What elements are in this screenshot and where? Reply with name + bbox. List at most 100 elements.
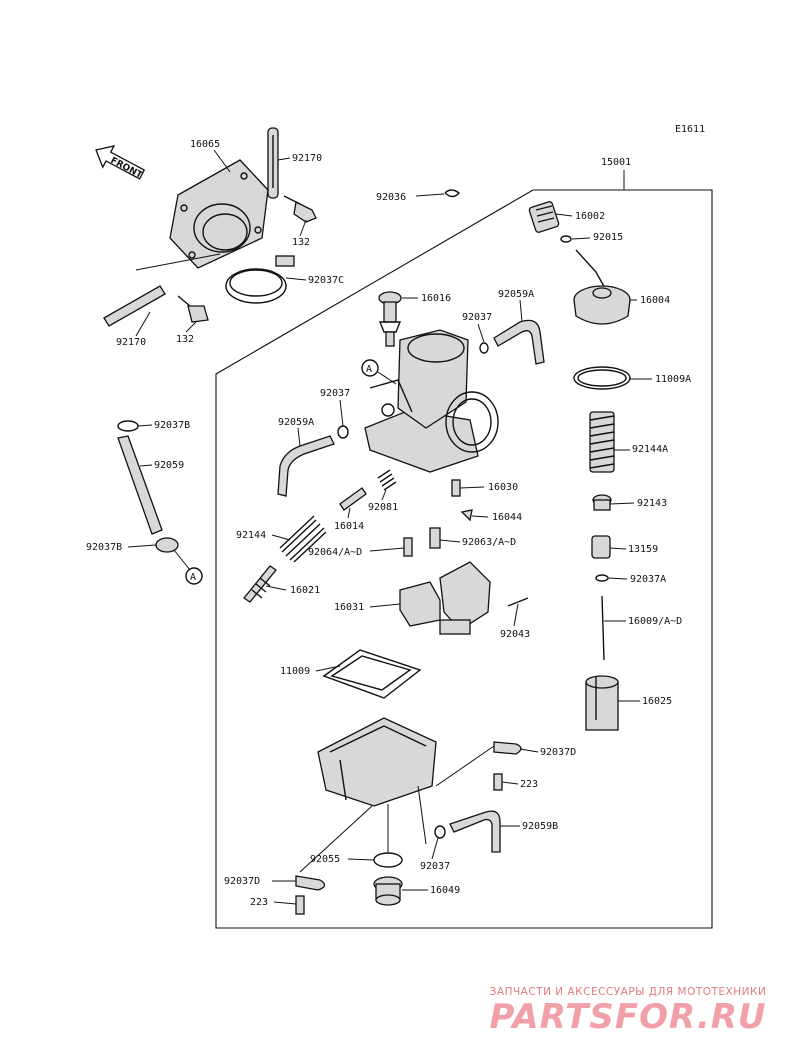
leader-line-92037b2 [127, 544, 157, 548]
part-label-16004: 16004 [640, 295, 670, 306]
part-label-16065: 16065 [190, 139, 220, 150]
needle-16009 [601, 595, 605, 661]
clamp-92037c [225, 255, 295, 304]
watermark-logo: PARTSFOR.RU [489, 997, 767, 1037]
leader-line-92037a2 [607, 577, 628, 580]
leader-line-92143 [609, 502, 635, 505]
clip-92037-top [479, 342, 489, 354]
plug-16049 [373, 876, 403, 906]
strap-92170-top [267, 127, 279, 199]
part-label-92059: 92059 [154, 460, 184, 471]
clip-92036 [444, 189, 461, 198]
part-label-92064: 92064/A~D [308, 547, 362, 558]
leader-line-16065 [213, 149, 231, 173]
leader-line-92037b [339, 399, 344, 427]
callout-a-left-text: A [190, 572, 196, 583]
bolt-223-bottom [295, 895, 305, 915]
slide-16025 [585, 675, 619, 731]
part-label-16002: 16002 [575, 211, 605, 222]
part-label-92015: 92015 [593, 232, 623, 243]
oring-92037a [595, 574, 609, 582]
jet-16030 [451, 479, 461, 497]
spring-92144 [279, 515, 327, 563]
leader-line-16014 [347, 507, 351, 519]
diagram-code: E1611 [675, 124, 705, 135]
part-label-15001: 15001 [601, 157, 631, 168]
part-label-16049: 16049 [430, 885, 460, 896]
part-label-92143: 92143 [637, 498, 667, 509]
part-label-92037c: 92037C [308, 275, 344, 286]
part-label-92081: 92081 [368, 502, 398, 513]
bolt-132-bottom [177, 295, 209, 323]
leader-line-92081 [381, 489, 387, 501]
float-16031 [399, 561, 491, 635]
part-label-11009a: 11009A [655, 374, 691, 385]
leader-line-132a [299, 219, 307, 237]
jet-92064 [403, 537, 413, 557]
clip-92037b-bottom [155, 537, 179, 553]
part-label-92036: 92036 [376, 192, 406, 203]
part-label-92059a2: 92059A [278, 417, 314, 428]
float-bowl [317, 717, 437, 807]
part-label-92144: 92144 [236, 530, 266, 541]
part-label-92037b1: 92037B [154, 420, 190, 431]
spring-92144a [589, 411, 615, 473]
screw-16021 [243, 565, 277, 603]
clip-92037b-top [117, 420, 139, 432]
intake-manifold-16065 [169, 159, 269, 269]
screw-16014 [339, 487, 367, 511]
part-label-92063: 92063/A~D [462, 537, 516, 548]
cap-16004 [573, 249, 631, 325]
part-13159 [591, 535, 611, 559]
leader-line-92170a [277, 157, 291, 161]
part-label-92037d2: 92037D [224, 876, 260, 887]
washer-92015 [560, 235, 572, 243]
part-label-92037e: 92037 [420, 861, 450, 872]
leader-line-92059a2 [297, 427, 301, 447]
part-label-16016: 16016 [421, 293, 451, 304]
part-label-92170a: 92170 [292, 153, 322, 164]
leader-line-92015 [571, 237, 591, 240]
plug-92143 [592, 494, 612, 511]
part-label-16030: 16030 [488, 482, 518, 493]
oring-11009a [573, 366, 631, 390]
leader-line-92059a1 [519, 299, 523, 323]
pin-92043 [507, 597, 529, 607]
filter-16002 [528, 201, 560, 233]
gasket-11009 [322, 649, 422, 699]
part-label-92037d1: 92037D [540, 747, 576, 758]
leader-line-92064 [369, 547, 405, 552]
leader-line-92063 [439, 539, 461, 543]
part-label-16044: 16044 [492, 512, 522, 523]
leader-line-92055 [347, 858, 375, 861]
part-label-13159: 13159 [628, 544, 658, 555]
part-label-132b: 132 [176, 334, 194, 345]
oring-92055 [373, 852, 403, 868]
leader-line-132b [185, 321, 197, 333]
clip-92037-left [337, 425, 349, 439]
jet-92063 [429, 527, 441, 549]
bracket-92037d-bottom [295, 875, 326, 891]
assembly-frame [215, 189, 713, 929]
watermark-tagline: ЗАПЧАСТИ И АКСЕССУАРЫ ДЛЯ МОТОТЕХНИКИ [489, 986, 767, 998]
leader-line-92043 [513, 603, 519, 627]
part-label-223a: 223 [520, 779, 538, 790]
leader-line-92144 [271, 534, 291, 541]
part-label-16025: 16025 [642, 696, 672, 707]
leader-line-92037b1 [137, 424, 153, 427]
part-label-92059a1: 92059A [498, 289, 534, 300]
leader-line-92037e [431, 837, 439, 860]
leader-line-16030 [459, 486, 485, 489]
leader-line-11009 [315, 665, 341, 672]
part-label-92037a2: 92037A [630, 574, 666, 585]
leader-line-223a [501, 781, 519, 785]
watermark: ЗАПЧАСТИ И АКСЕССУАРЫ ДЛЯ МОТОТЕХНИКИ PA… [468, 986, 788, 1036]
callout-a-left [185, 567, 203, 585]
part-label-92043: 92043 [500, 629, 530, 640]
part-label-92170b: 92170 [116, 337, 146, 348]
front-arrow-icon: FRONT [95, 145, 146, 181]
clip-92037-bottom [434, 825, 446, 839]
adjuster-16016 [378, 291, 402, 347]
part-label-16031: 16031 [334, 602, 364, 613]
